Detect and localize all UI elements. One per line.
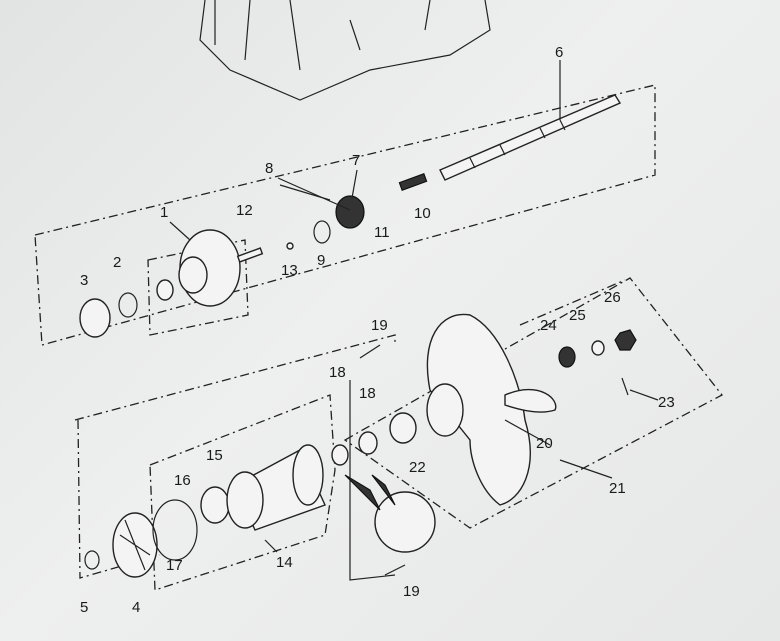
cotter-pin bbox=[621, 377, 629, 396]
propeller bbox=[426, 313, 557, 506]
callout-10: 10 bbox=[414, 205, 431, 222]
upper-group-outline bbox=[34, 84, 656, 346]
nut bbox=[614, 329, 637, 351]
callout-14: 14 bbox=[276, 554, 293, 571]
bolt-leader bbox=[349, 380, 396, 581]
clutch bbox=[335, 195, 365, 229]
pin bbox=[236, 247, 264, 263]
callout-20: 20 bbox=[536, 435, 553, 452]
spring bbox=[398, 173, 428, 191]
callout-15: 15 bbox=[206, 447, 223, 464]
callout-13: 13 bbox=[281, 262, 298, 279]
o-ring-large bbox=[152, 499, 198, 561]
nut-group-outline bbox=[519, 279, 626, 326]
spacer bbox=[558, 346, 576, 368]
detail-arrows bbox=[344, 474, 396, 511]
callout-19-upper: 19 bbox=[371, 317, 388, 334]
callout-7: 7 bbox=[352, 152, 360, 169]
propeller-hardware-outline bbox=[343, 277, 723, 529]
o-ring bbox=[118, 292, 138, 318]
thrust-hub bbox=[389, 412, 417, 444]
callout-25: 25 bbox=[569, 307, 586, 324]
callout-9: 9 bbox=[317, 252, 325, 269]
bearing-carrier-outline bbox=[149, 394, 336, 591]
seal bbox=[358, 431, 378, 455]
callout-19-lower: 19 bbox=[403, 583, 420, 600]
callout-26: 26 bbox=[604, 289, 621, 306]
reverse-gear bbox=[112, 512, 158, 578]
callout-11: 11 bbox=[374, 224, 390, 241]
thrust-washer bbox=[84, 550, 100, 570]
detail-view bbox=[374, 491, 436, 553]
ball bbox=[286, 242, 294, 250]
bolt bbox=[359, 344, 381, 359]
leader-lines bbox=[169, 60, 659, 553]
callout-1: 1 bbox=[160, 204, 168, 221]
bolt bbox=[384, 564, 406, 576]
callout-23: 23 bbox=[658, 394, 675, 411]
needle-bearing bbox=[200, 486, 230, 524]
callout-17: 17 bbox=[166, 557, 183, 574]
callout-21: 21 bbox=[609, 480, 626, 497]
washer bbox=[591, 340, 605, 356]
callout-18-lower: 18 bbox=[359, 385, 376, 402]
callout-3: 3 bbox=[80, 272, 88, 289]
callout-5: 5 bbox=[80, 599, 88, 616]
callout-24: 24 bbox=[540, 317, 557, 334]
propeller-shaft bbox=[439, 94, 622, 181]
forward-gear bbox=[156, 229, 241, 307]
retaining-ring bbox=[313, 220, 331, 244]
callout-12: 12 bbox=[236, 202, 253, 219]
seal bbox=[331, 444, 349, 466]
callout-2: 2 bbox=[113, 254, 121, 271]
bearing-carrier bbox=[226, 444, 326, 531]
callout-22: 22 bbox=[409, 459, 426, 476]
callout-6: 6 bbox=[555, 44, 563, 61]
callout-16: 16 bbox=[174, 472, 191, 489]
callout-18-upper: 18 bbox=[329, 364, 346, 381]
gear-group-outline bbox=[147, 239, 249, 336]
callout-8: 8 bbox=[265, 160, 273, 177]
bearing bbox=[79, 298, 111, 338]
gearcase-housing bbox=[199, 0, 491, 101]
callout-4: 4 bbox=[132, 599, 140, 616]
